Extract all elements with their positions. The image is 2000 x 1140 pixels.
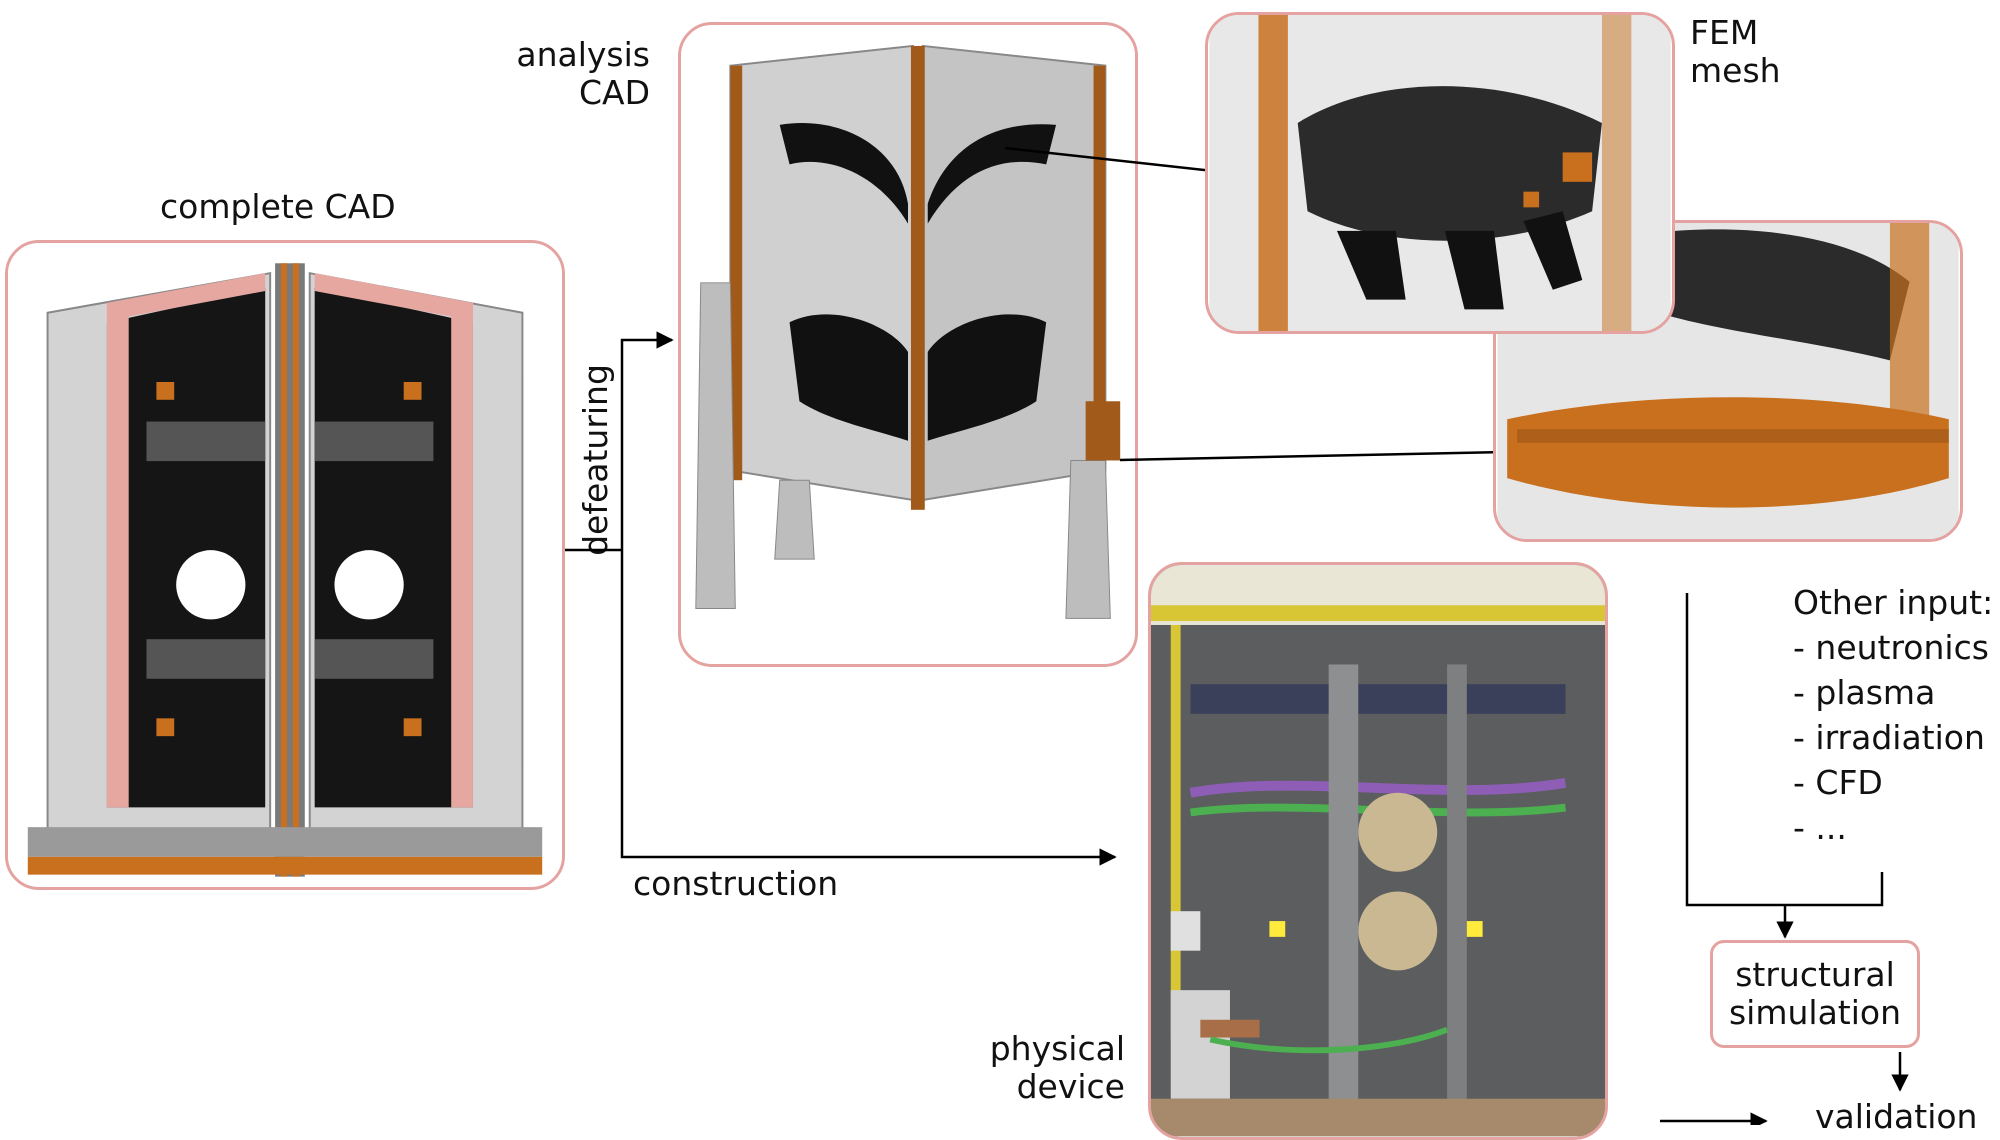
fem-mesh-front-illustration xyxy=(1209,15,1671,331)
structural-simulation-box: structural simulation xyxy=(1710,940,1920,1048)
structural-simulation-line2: simulation xyxy=(1728,993,1902,1032)
validation-label: validation xyxy=(1815,1097,1978,1136)
fem-mesh-image-front xyxy=(1205,12,1675,334)
physical-device-photo xyxy=(1151,565,1605,1137)
fem-mesh-label-line2: mesh xyxy=(1690,50,1781,90)
fem-mesh-label: FEM mesh xyxy=(1690,14,1781,90)
other-input-item: - ... xyxy=(1793,808,1847,847)
physical-device-label-line1: physical xyxy=(989,1029,1125,1068)
fem-mesh-label-line1: FEM xyxy=(1690,13,1759,52)
other-input-item: - plasma xyxy=(1793,673,1936,712)
analysis-cad-label-line1: analysis xyxy=(516,35,650,74)
other-input-item: - irradiation xyxy=(1793,718,1985,757)
fem-mesh-image-back xyxy=(1493,220,1963,542)
structural-simulation-line1: structural xyxy=(1735,955,1895,995)
mesh-callout-line-bottom xyxy=(1119,450,1506,462)
other-input-item: - neutronics xyxy=(1793,628,1989,667)
complete-cad-label: complete CAD xyxy=(160,187,396,226)
other-input-heading: Other input: xyxy=(1793,583,1994,622)
other-input-list: Other input: - neutronics - plasma - irr… xyxy=(1793,580,1993,850)
physical-device-image xyxy=(1148,562,1608,1140)
complete-cad-image xyxy=(5,240,565,890)
physical-device-label: physical device xyxy=(960,1030,1125,1106)
analysis-cad-label-line2: CAD xyxy=(578,72,650,112)
construction-label: construction xyxy=(633,864,839,903)
physical-device-label-line2: device xyxy=(1016,1066,1125,1106)
analysis-cad-label: analysis CAD xyxy=(500,36,650,112)
analysis-cad-image xyxy=(678,22,1138,667)
defeaturing-arrow xyxy=(620,331,674,550)
analysis-cad-illustration xyxy=(681,26,1135,663)
tokamak-cutaway-illustration xyxy=(8,243,562,887)
other-input-item: - CFD xyxy=(1793,763,1883,802)
defeaturing-label: defeaturing xyxy=(576,364,616,556)
